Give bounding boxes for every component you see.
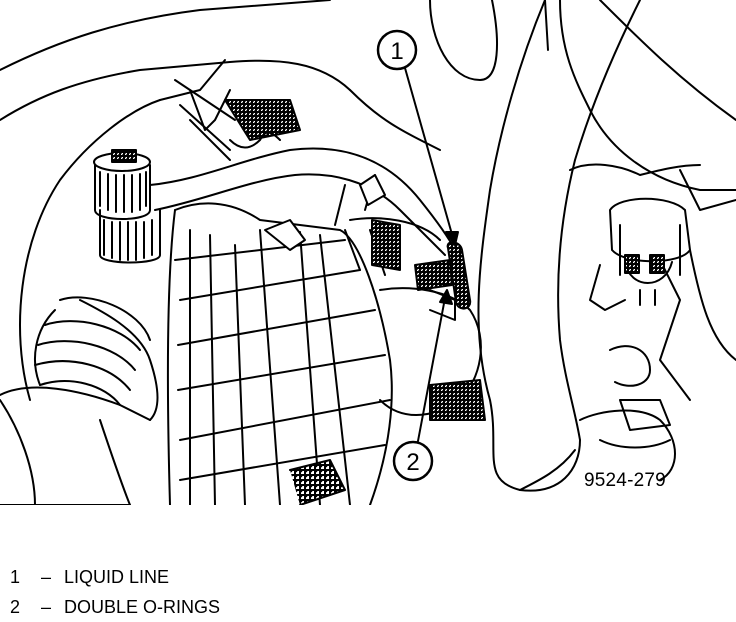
legend-label: LIQUID LINE [64,567,170,587]
legend-item: 2 – DOUBLE O-RINGS [10,592,220,622]
legend-dash: – [40,597,51,617]
figure-id: 9524-279 [584,470,666,491]
engine-bay-illustration: 1 2 [0,0,736,506]
callout-1-number: 1 [390,38,403,65]
liquid-line-diagram: 1 2 9524-279 [0,0,736,506]
legend-item: 1 – LIQUID LINE [10,562,220,592]
refrigerant-line [149,131,456,256]
legend-number: 1 [10,567,21,587]
electrical-connector [579,197,691,481]
radiator-hose [477,0,641,492]
liquid-line-fitting [414,241,472,321]
service-port-cap [93,149,161,264]
accumulator-hose [0,296,159,506]
callout-2-number: 2 [406,449,419,476]
legend-label: DOUBLE O-RINGS [64,597,221,617]
legend-number: 2 [10,597,21,617]
callout-1: 1 [376,29,459,246]
callout-2: 2 [392,289,453,482]
legend-dash: – [40,567,51,587]
fan-shroud-grill [166,202,393,506]
callout-legend: 1 – LIQUID LINE 2 – DOUBLE O-RINGS [10,562,220,622]
compressor-body [344,174,486,421]
